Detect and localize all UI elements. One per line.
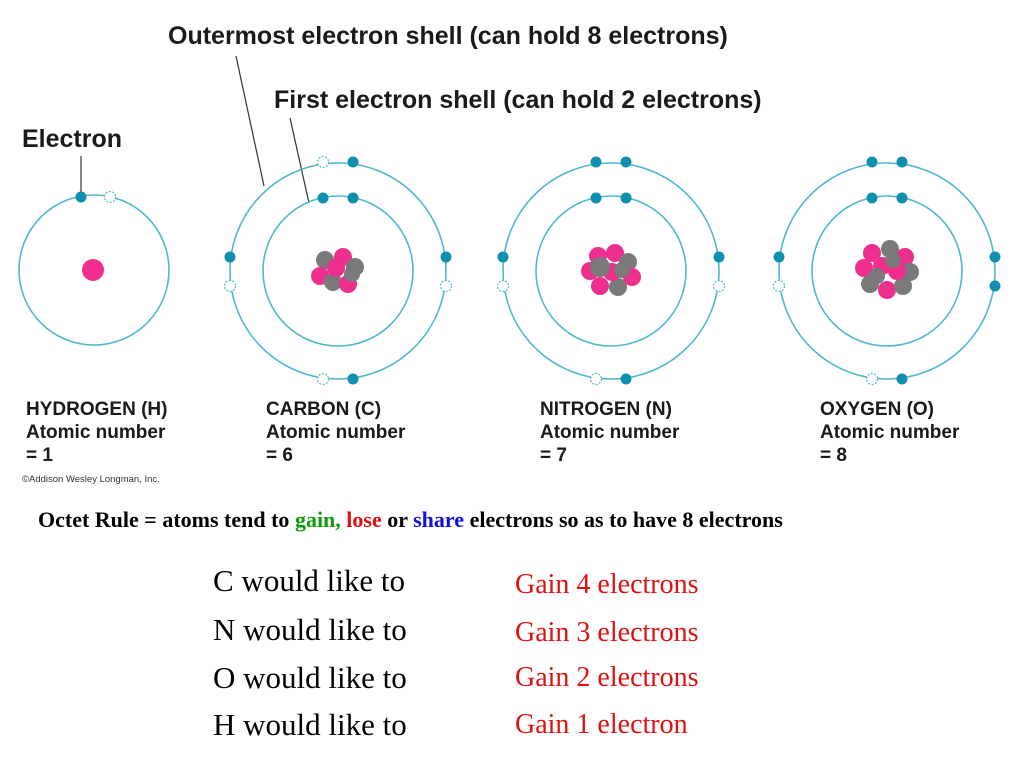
- carbon-atom: [223, 155, 453, 386]
- first-shell-leader: [289, 117, 310, 204]
- answer-row-prefix: N would like to: [213, 612, 407, 647]
- electron: [317, 192, 329, 204]
- electron: [224, 251, 236, 263]
- hydrogen-nucleus-proton: [82, 259, 104, 281]
- empty-electron-slot: [223, 279, 237, 293]
- oxygen-first-shell: [811, 195, 963, 347]
- empty-electron-slot: [316, 372, 330, 386]
- octet-gain-word: gain,: [294, 507, 341, 532]
- carbon-label: CARBON (C) Atomic number = 6: [266, 399, 406, 466]
- carbon-nucleus: [311, 248, 364, 293]
- empty-electron-slot: [772, 279, 786, 293]
- hydrogen-atom: [18, 190, 170, 346]
- octet-share-word: share: [413, 507, 465, 532]
- electron: [590, 156, 602, 168]
- electron: [497, 251, 509, 263]
- answer-row-prefix: O would like to: [213, 660, 407, 695]
- octet-or-word: or: [381, 507, 414, 532]
- hydrogen-first-shell: [18, 194, 170, 346]
- atomic-number-value: = 7: [540, 445, 567, 466]
- electron: [620, 192, 632, 204]
- empty-electron-slot: [589, 372, 603, 386]
- outer-shell-leader: [235, 55, 265, 187]
- electron: [896, 192, 908, 204]
- oxygen-label: OXYGEN (O) Atomic number = 8: [820, 399, 960, 466]
- hydrogen-label: HYDROGEN (H) Atomic number = 1: [26, 399, 167, 466]
- atomic-number-label: Atomic number: [820, 422, 960, 443]
- electron-callout: Electron: [22, 125, 122, 153]
- atomic-number-label: Atomic number: [26, 422, 166, 443]
- empty-electron-slot: [103, 190, 117, 204]
- answer-row-value: Gain 2 electrons: [515, 662, 699, 693]
- oxygen-nucleus: [855, 240, 919, 299]
- oxygen-outer-shell: [778, 162, 996, 380]
- electron: [620, 156, 632, 168]
- empty-electron-slot: [439, 279, 453, 293]
- empty-electron-slot: [865, 372, 879, 386]
- atom-diagram: Outermost electron shell (can hold 8 ele…: [18, 22, 1001, 485]
- answer-row-value: Gain 3 electrons: [515, 617, 699, 648]
- answer-row-prefix: C would like to: [213, 563, 406, 598]
- atomic-number-label: Atomic number: [266, 422, 406, 443]
- atom-name: NITROGEN (N): [540, 399, 672, 420]
- nitrogen-atom: [496, 156, 726, 386]
- electron: [989, 280, 1001, 292]
- carbon-first-shell: [262, 195, 414, 347]
- empty-electron-slot: [712, 279, 726, 293]
- electron: [866, 156, 878, 168]
- electron: [590, 192, 602, 204]
- answer-row-prefix: H would like to: [213, 707, 407, 742]
- answer-row-value: Gain 4 electrons: [515, 569, 699, 600]
- empty-electron-slot: [496, 279, 510, 293]
- nitrogen-first-shell: [535, 195, 687, 347]
- electron: [989, 251, 1001, 263]
- outer-shell-callout: Outermost electron shell (can hold 8 ele…: [168, 22, 728, 50]
- atomic-number-value: = 1: [26, 445, 53, 466]
- octet-prefix: Octet Rule = atoms tend to: [38, 507, 295, 532]
- nitrogen-nucleus: [581, 244, 641, 296]
- electron: [347, 156, 359, 168]
- electron: [866, 192, 878, 204]
- oxygen-atom: [772, 156, 1001, 386]
- atomic-number-value: = 8: [820, 445, 847, 466]
- electron: [75, 191, 87, 203]
- copyright-credit: ©Addison Wesley Longman, Inc.: [22, 474, 160, 485]
- electron: [713, 251, 725, 263]
- first-shell-callout: First electron shell (can hold 2 electro…: [274, 86, 762, 114]
- atomic-number-label: Atomic number: [540, 422, 680, 443]
- carbon-outer-shell: [229, 162, 447, 380]
- atomic-number-value: = 6: [266, 445, 293, 466]
- electron: [440, 251, 452, 263]
- octet-suffix: electrons so as to have 8 electrons: [464, 507, 783, 532]
- electron: [347, 192, 359, 204]
- atom-name: CARBON (C): [266, 399, 381, 420]
- nitrogen-label: NITROGEN (N) Atomic number = 7: [540, 399, 680, 466]
- electron: [896, 156, 908, 168]
- atom-name: OXYGEN (O): [820, 399, 934, 420]
- atom-name: HYDROGEN (H): [26, 399, 167, 420]
- nitrogen-outer-shell: [502, 162, 720, 380]
- octet-rule-text: Octet Rule = atoms tend to gain, lose or…: [38, 504, 988, 535]
- electron: [347, 373, 359, 385]
- empty-electron-slot: [316, 155, 330, 169]
- octet-lose-word: lose: [346, 507, 382, 532]
- electron: [773, 251, 785, 263]
- answer-row-value: Gain 1 electron: [515, 709, 688, 740]
- electron: [896, 373, 908, 385]
- electron: [620, 373, 632, 385]
